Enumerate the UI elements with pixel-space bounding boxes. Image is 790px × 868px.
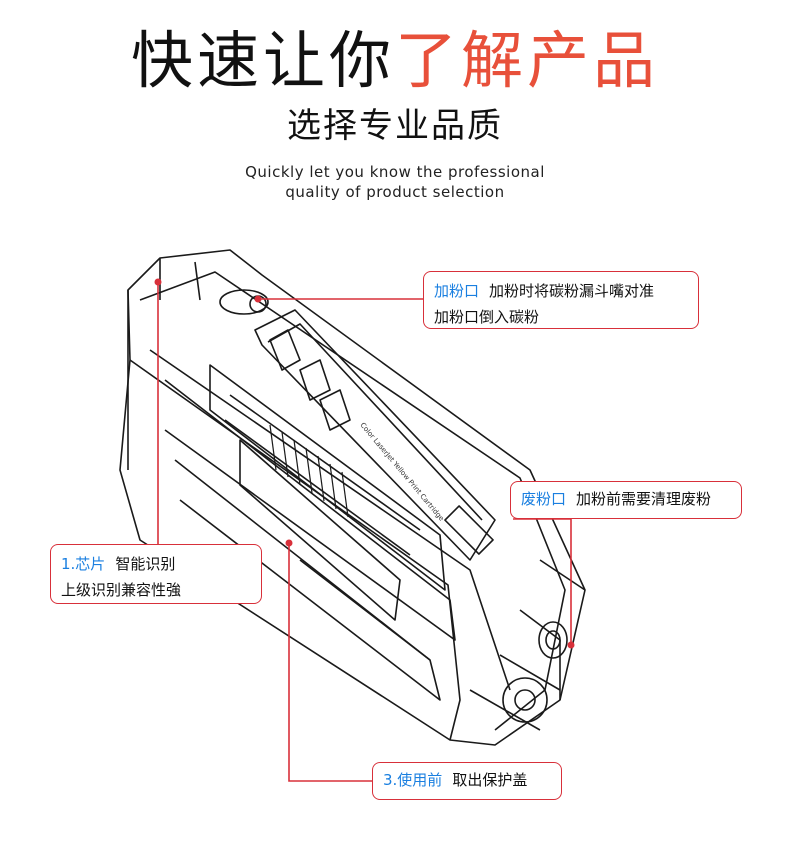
headline-dark: 快速让你 <box>130 24 395 97</box>
callout-fill-port: 加粉口加粉时将碳粉漏斗嘴对准 加粉口倒入碳粉 <box>423 271 699 329</box>
callout-chip-line2: 上级识别兼容性強 <box>61 581 182 599</box>
english-line-2: quality of product selection <box>285 183 505 201</box>
callout-waste-port: 废粉口加粉前需要清理废粉 <box>510 481 742 519</box>
callout-waste-port-line1: 加粉前需要清理废粉 <box>576 490 712 508</box>
callout-fill-port-line1: 加粉时将碳粉漏斗嘴对准 <box>489 282 655 300</box>
headline-accent: 了解产品 <box>395 24 660 97</box>
callout-waste-port-tag: 废粉口 <box>521 490 567 508</box>
english-caption: Quickly let you know the professional qu… <box>0 162 790 202</box>
callout-chip-line1: 智能识别 <box>115 555 176 573</box>
callout-before-use: 3.使用前取出保护盖 <box>372 762 562 800</box>
callout-fill-port-tag: 加粉口 <box>434 282 480 300</box>
subtitle: 选择专业品质 <box>287 106 503 146</box>
callout-fill-port-line2: 加粉口倒入碳粉 <box>434 308 540 326</box>
callout-chip: 1.芯片智能识别 上级识别兼容性強 <box>50 544 262 604</box>
callout-before-use-line1: 取出保护盖 <box>452 771 528 789</box>
headline: 快速让你了解产品 <box>0 24 790 98</box>
english-line-1: Quickly let you know the professional <box>245 163 545 181</box>
callout-chip-tag: 1.芯片 <box>61 555 106 573</box>
callout-before-use-tag: 3.使用前 <box>383 771 443 789</box>
